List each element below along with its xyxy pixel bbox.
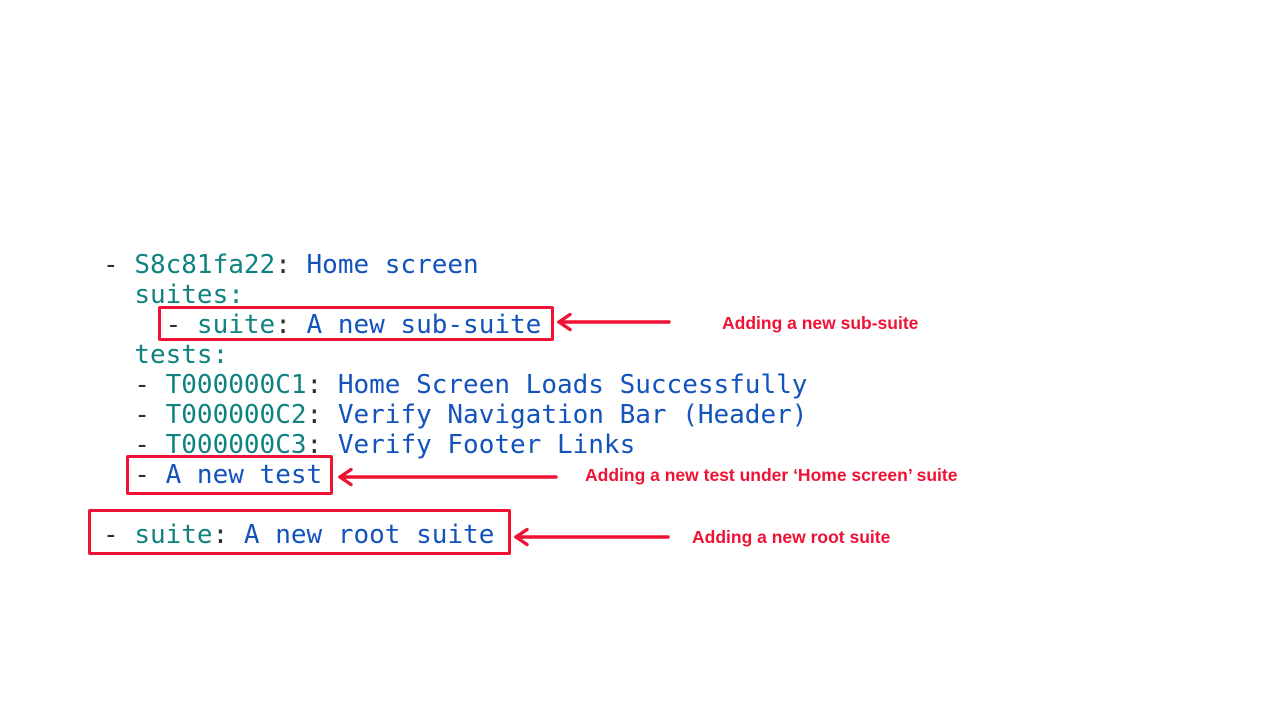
code-token-plain: - — [103, 310, 197, 340]
code-token-key: tests: — [134, 340, 229, 370]
code-token-key: suite — [134, 520, 213, 550]
code-token-key: suite — [196, 310, 276, 340]
code-line: - T000000C1: Home Screen Loads Successfu… — [103, 370, 807, 400]
code-line: - S8c81fa22: Home screen — [103, 250, 807, 280]
code-token-plain: : — [275, 310, 291, 340]
code-token-plain — [103, 280, 134, 310]
root-suite-highlight-box — [88, 509, 511, 555]
code-token-plain: : — [306, 370, 323, 400]
code-line: suites: — [103, 280, 807, 310]
code-token-value: A new test — [165, 460, 323, 490]
new-test-highlight-box — [126, 455, 333, 495]
code-token-value: Home Screen Loads Successfully — [322, 370, 808, 400]
code-token-key: suites: — [134, 280, 244, 310]
sub-suite-highlight-box — [158, 306, 554, 341]
code-token-plain — [103, 340, 134, 370]
code-token-value: Verify Navigation Bar (Header) — [322, 400, 808, 430]
code-token-key: T000000C1 — [165, 370, 307, 400]
code-line: tests: — [103, 340, 807, 370]
code-token-value: Verify Footer Links — [322, 430, 636, 460]
code-token-plain: : — [212, 520, 229, 550]
code-line: - T000000C2: Verify Navigation Bar (Head… — [103, 400, 807, 430]
code-token-plain: : — [275, 250, 291, 280]
new-test-annotation-label: Adding a new test under ‘Home screen’ su… — [585, 465, 958, 485]
code-token-plain: - — [103, 430, 166, 460]
root-suite-annotation-label: Adding a new root suite — [692, 527, 891, 547]
code-token-value: Home screen — [290, 250, 479, 280]
code-token-key: T000000C2 — [165, 400, 307, 430]
arrow-to-sub-suite-box — [557, 312, 671, 332]
code-token-plain: : — [306, 430, 323, 460]
code-token-plain: - — [103, 460, 166, 490]
code-line: - suite: A new sub-suite — [103, 310, 807, 340]
code-token-plain: : — [306, 400, 323, 430]
code-line: - suite: A new root suite — [103, 520, 807, 550]
code-block: - S8c81fa22: Home screen suites: - suite… — [103, 250, 807, 550]
code-token-plain: - — [103, 400, 166, 430]
sub-suite-annotation-label: Adding a new sub-suite — [722, 313, 919, 333]
code-token-plain: - — [103, 250, 135, 280]
code-token-plain: - — [103, 370, 166, 400]
code-token-value: A new sub-suite — [290, 310, 542, 340]
arrow-to-root-suite-box — [514, 527, 670, 547]
code-token-key: S8c81fa22 — [134, 250, 276, 280]
arrow-to-new-test-box — [338, 467, 558, 487]
code-line: - A new test — [103, 460, 807, 490]
code-token-plain: - — [103, 520, 135, 550]
code-token-value: A new root suite — [228, 520, 495, 550]
